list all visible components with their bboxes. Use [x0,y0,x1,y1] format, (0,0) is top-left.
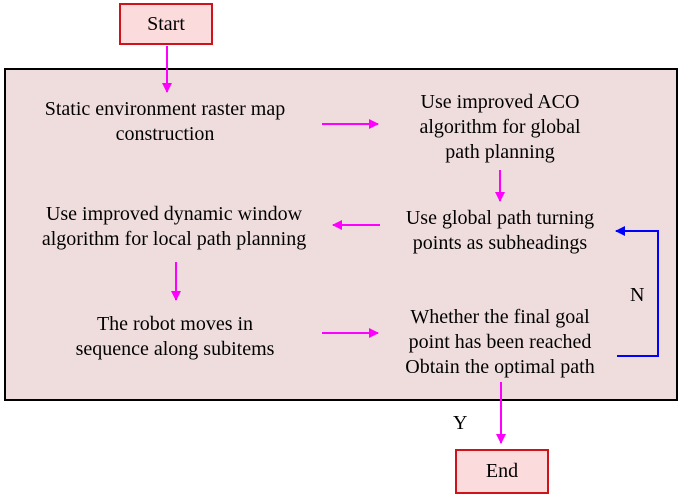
start-node: Start [119,3,213,45]
map-construction-node: Static environment raster map constructi… [44,98,286,145]
robot-moves-node: The robot moves in sequence along subite… [75,313,275,360]
local-path-planning-node: Use improved dynamic window algorithm fo… [41,203,307,250]
yes-branch-label: Y [453,412,468,434]
end-node: End [455,449,549,494]
start-label: Start [147,12,185,35]
no-branch-label: N [630,284,645,306]
subheadings-node: Use global path turning points as subhea… [405,207,595,254]
goal-check-node: Whether the final goal point has been re… [405,306,595,378]
end-label: End [485,460,519,482]
global-path-planning-node: Use improved ACO algorithm for global pa… [419,91,581,163]
